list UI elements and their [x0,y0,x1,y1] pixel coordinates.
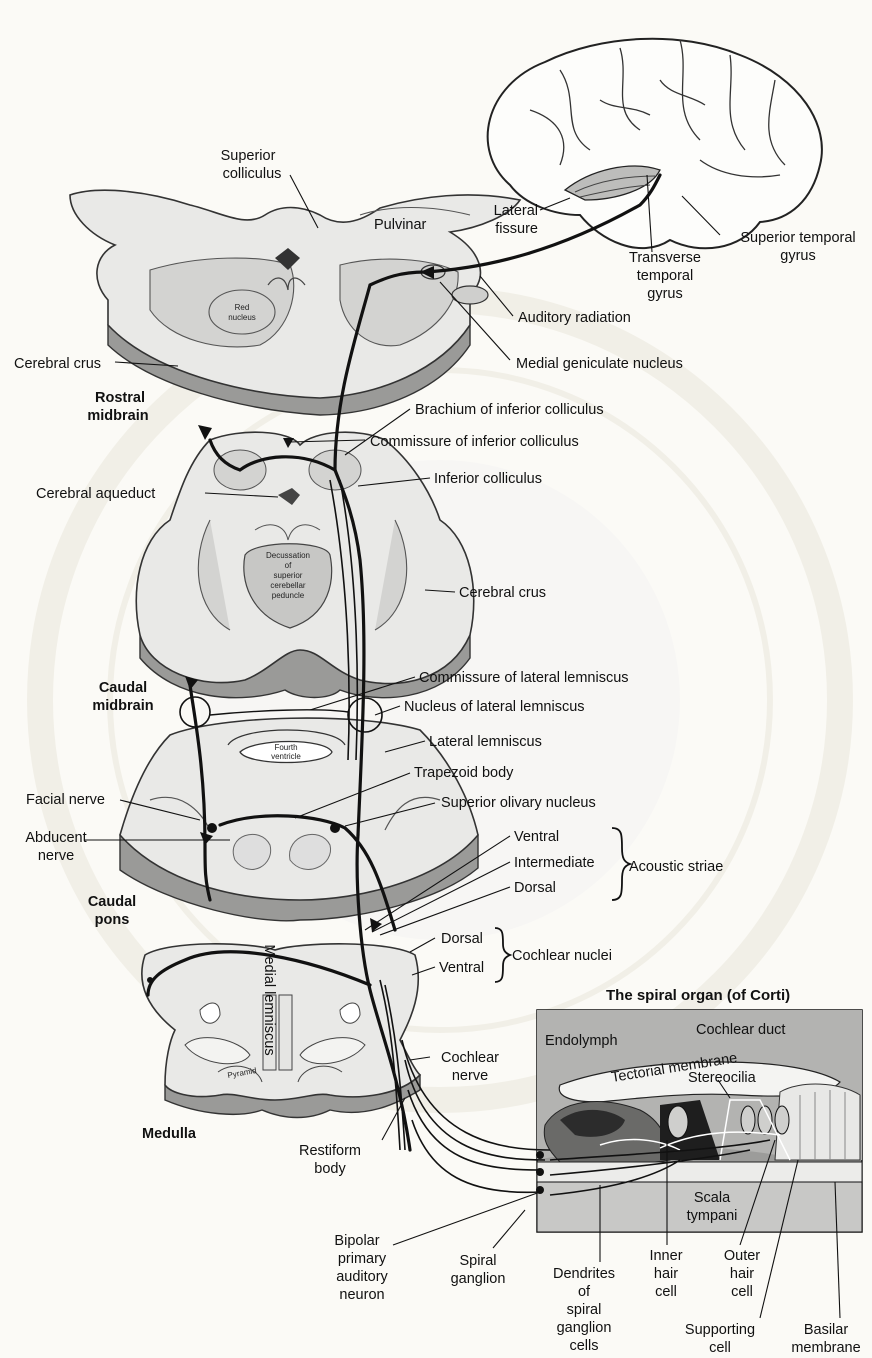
label-cerebral-crus-left: Cerebral crus [14,356,101,372]
label-endolymph: Endolymph [545,1033,618,1049]
label-ventral-nucleus: Ventral [439,960,484,976]
label-cerebral-crus-right: Cerebral crus [459,585,546,601]
label-medial-lemniscus: Medial lemniscus [261,944,277,1055]
label-inferior-colliculus: Inferior colliculus [434,471,542,487]
label-facial-nerve: Facial nerve [26,792,105,808]
label-cerebral-aqueduct: Cerebral aqueduct [36,486,155,502]
spiral-organ-title: The spiral organ (of Corti) [606,987,790,1004]
label-nucleus-lateral-lemniscus: Nucleus of lateral lemniscus [404,699,585,715]
label-ventral-striae: Ventral [514,829,559,845]
label-auditory-radiation: Auditory radiation [518,310,631,326]
label-commissure-inferior-colliculus: Commissure of inferior colliculus [370,434,579,450]
label-pulvinar: Pulvinar [374,217,427,233]
rostral-midbrain-section [70,190,520,415]
label-lateral-lemniscus: Lateral lemniscus [429,734,542,750]
label-acoustic-striae: Acoustic striae [629,859,723,875]
label-cochlear-nuclei: Cochlear nuclei [512,948,612,964]
label-brachium-inferior-colliculus: Brachium of inferior colliculus [415,402,604,418]
label-dorsal-striae: Dorsal [514,880,556,896]
label-commissure-lateral-lemniscus: Commissure of lateral lemniscus [419,670,629,686]
label-intermediate-striae: Intermediate [514,855,595,871]
label-dorsal-nucleus: Dorsal [441,931,483,947]
label-trapezoid-body: Trapezoid body [414,765,514,781]
label-medial-geniculate-nucleus: Medial geniculate nucleus [516,356,683,372]
medulla-section [142,944,420,1118]
label-medulla: Medulla [142,1126,197,1142]
label-cochlear-duct: Cochlear duct [696,1022,785,1038]
label-superior-olivary-nucleus: Superior olivary nucleus [441,795,596,811]
label-stereocilia: Stereocilia [688,1070,757,1086]
caudal-pons-section [120,718,478,921]
